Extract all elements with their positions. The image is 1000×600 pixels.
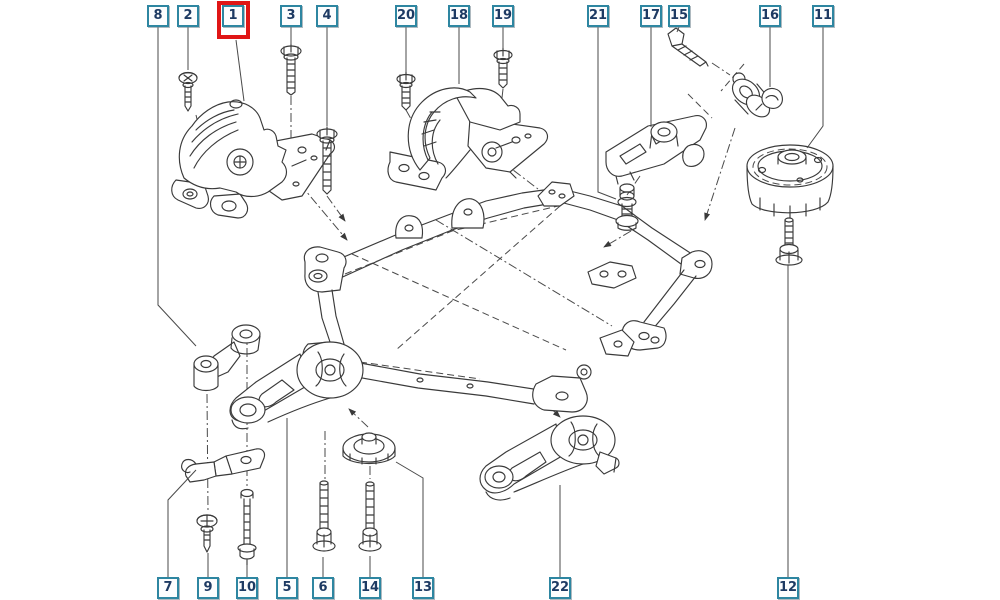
part-2-screw[interactable] (178, 71, 198, 112)
part-19-bolt[interactable] (493, 47, 513, 89)
callout-14[interactable]: 14 (359, 577, 381, 599)
part-17-torque-rod-bracket[interactable] (605, 115, 707, 185)
callout-6[interactable]: 6 (312, 577, 334, 599)
callout-21[interactable]: 21 (587, 5, 609, 27)
part-4-bolt[interactable] (316, 126, 338, 195)
part-14-bolt[interactable] (358, 481, 382, 552)
selected-callout-highlight (217, 1, 250, 39)
callout-4[interactable]: 4 (316, 5, 338, 27)
callout-15[interactable]: 15 (668, 5, 690, 27)
part-15-bolt[interactable] (667, 27, 709, 67)
part-3-bolt[interactable] (280, 43, 302, 96)
callout-9[interactable]: 9 (197, 577, 219, 599)
callout-1[interactable]: 1 (222, 5, 244, 27)
callout-5[interactable]: 5 (276, 577, 298, 599)
callout-7[interactable]: 7 (157, 577, 179, 599)
callout-8[interactable]: 8 (147, 5, 169, 27)
part-1-engine-mount[interactable] (171, 99, 336, 219)
callout-11[interactable]: 11 (812, 5, 834, 27)
callout-16[interactable]: 16 (759, 5, 781, 27)
part-8-link[interactable] (193, 324, 261, 392)
part-11-hydraulic-mount[interactable] (746, 144, 834, 219)
part-18-gearbox-mount[interactable] (387, 87, 549, 191)
callout-12[interactable]: 12 (777, 577, 799, 599)
part-16-bush[interactable] (755, 87, 783, 111)
part-12-bolt[interactable] (775, 217, 803, 266)
part-6-bolt[interactable] (312, 480, 336, 552)
callout-20[interactable]: 20 (395, 5, 417, 27)
callout-18[interactable]: 18 (448, 5, 470, 27)
part-10-screw[interactable] (237, 488, 257, 566)
leader-lines (157, 26, 824, 577)
callout-10[interactable]: 10 (236, 577, 258, 599)
part-21-stud[interactable] (615, 183, 639, 231)
callout-19[interactable]: 19 (492, 5, 514, 27)
part-13-damper[interactable] (342, 432, 396, 465)
part-5-torque-arm[interactable] (229, 341, 364, 430)
callout-2[interactable]: 2 (177, 5, 199, 27)
part-7-clip[interactable] (181, 448, 266, 483)
part-9-screw[interactable] (196, 514, 218, 553)
callout-3[interactable]: 3 (280, 5, 302, 27)
callout-17[interactable]: 17 (640, 5, 662, 27)
callout-22[interactable]: 22 (549, 577, 571, 599)
callout-13[interactable]: 13 (412, 577, 434, 599)
part-22-torque-arm[interactable] (479, 415, 620, 501)
subframe-drawing[interactable] (302, 181, 713, 413)
part-20-bolt[interactable] (396, 71, 416, 111)
